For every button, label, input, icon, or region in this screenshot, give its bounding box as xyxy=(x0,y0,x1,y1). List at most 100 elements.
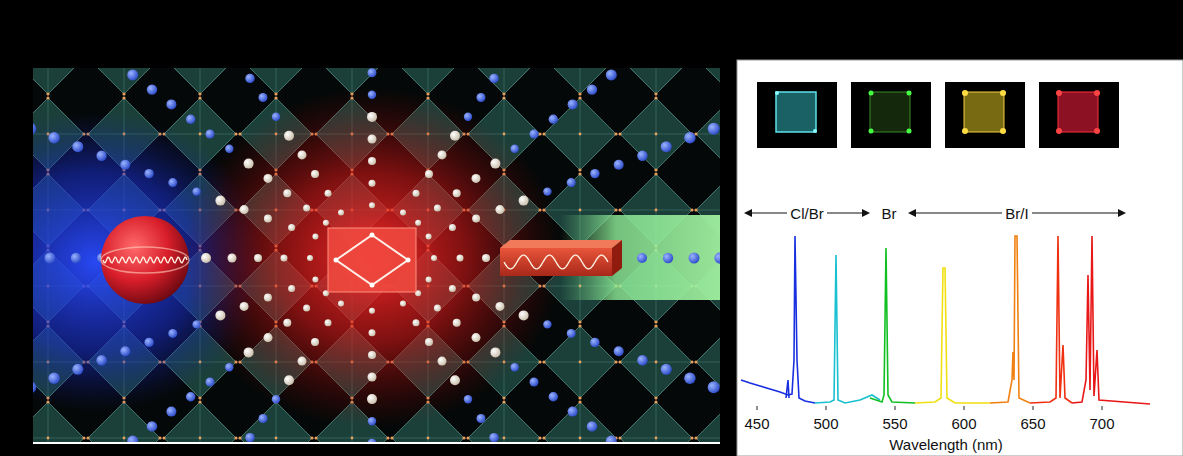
ion-sphere xyxy=(472,333,481,342)
ion-sphere xyxy=(453,319,461,327)
ion-sphere xyxy=(368,417,376,425)
ion-sphere xyxy=(225,145,233,153)
ion-sphere xyxy=(708,123,720,135)
ion-sphere xyxy=(166,99,176,109)
ion-sphere xyxy=(288,224,295,231)
ion-sphere xyxy=(450,131,460,141)
ion-sphere xyxy=(426,234,432,240)
ion-sphere xyxy=(490,159,500,169)
ion-sphere xyxy=(127,69,138,80)
ion-sphere xyxy=(453,189,461,197)
axis-title: Wavelength (nm) xyxy=(889,437,1003,452)
ion-sphere xyxy=(264,174,273,183)
ion-sphere xyxy=(244,159,254,169)
ion-sphere xyxy=(147,421,157,431)
ion-sphere xyxy=(254,254,262,262)
ion-sphere xyxy=(311,338,319,346)
ion-sphere xyxy=(283,189,291,197)
ion-sphere xyxy=(519,310,529,320)
ion-sphere xyxy=(206,378,215,387)
ion-sphere xyxy=(147,84,157,94)
ion-sphere xyxy=(240,205,249,214)
ion-sphere xyxy=(288,285,295,292)
ion-sphere xyxy=(369,202,375,208)
ion-sphere xyxy=(244,347,254,357)
ion-sphere xyxy=(477,93,486,102)
ion-sphere xyxy=(482,254,490,262)
ion-sphere xyxy=(240,302,249,311)
ion-sphere xyxy=(587,421,597,431)
ion-sphere xyxy=(48,373,59,384)
ion-sphere xyxy=(71,253,81,263)
emission-spectra xyxy=(741,236,1150,404)
ion-sphere xyxy=(369,180,376,187)
ion-sphere xyxy=(312,276,318,282)
ion-sphere xyxy=(450,375,460,385)
ion-sphere xyxy=(72,141,83,152)
ion-sphere xyxy=(449,285,456,292)
ion-sphere xyxy=(144,169,153,178)
ion-sphere xyxy=(477,414,486,423)
ion-sphere xyxy=(637,151,647,161)
ion-sphere xyxy=(312,234,318,240)
ion-sphere xyxy=(325,319,332,326)
inset-images xyxy=(757,82,1119,148)
ion-sphere xyxy=(457,255,464,262)
ion-sphere xyxy=(325,190,332,197)
ion-sphere xyxy=(298,357,307,366)
ion-sphere xyxy=(530,378,539,387)
panel-edge xyxy=(33,442,720,444)
ion-sphere xyxy=(684,373,695,384)
ion-sphere xyxy=(661,364,672,375)
lattice-illustration xyxy=(33,68,720,443)
ion-sphere xyxy=(549,392,558,401)
ion-sphere xyxy=(96,151,106,161)
range-label: Cl/Br xyxy=(787,206,826,221)
ion-sphere xyxy=(368,135,377,144)
ion-sphere xyxy=(464,395,472,403)
ion-sphere xyxy=(567,329,576,338)
ion-sphere xyxy=(495,302,504,311)
ion-sphere xyxy=(311,170,319,178)
ion-sphere xyxy=(367,394,377,404)
ion-sphere xyxy=(264,215,272,223)
ion-sphere xyxy=(368,68,377,77)
ion-sphere xyxy=(215,196,225,206)
ion-sphere xyxy=(661,141,672,152)
ion-sphere xyxy=(568,99,578,109)
ion-sphere xyxy=(323,220,329,226)
sphere-resonator xyxy=(101,216,189,304)
ion-sphere xyxy=(684,132,695,143)
ion-sphere xyxy=(303,305,310,312)
ion-sphere xyxy=(192,187,200,195)
ion-sphere xyxy=(120,346,130,356)
ion-sphere xyxy=(519,196,529,206)
ion-sphere xyxy=(272,395,280,403)
ion-sphere xyxy=(338,301,344,307)
ion-sphere xyxy=(206,130,215,139)
ion-sphere xyxy=(689,253,700,264)
ion-sphere xyxy=(438,357,447,366)
ion-sphere xyxy=(338,209,344,215)
ion-sphere xyxy=(144,338,153,347)
ion-sphere xyxy=(303,204,310,211)
tick-label: 500 xyxy=(814,416,839,431)
ion-sphere xyxy=(284,131,294,141)
ion-sphere xyxy=(587,84,597,94)
ion-sphere xyxy=(368,351,376,359)
ion-sphere xyxy=(413,319,420,326)
ion-sphere xyxy=(449,224,456,231)
ion-sphere xyxy=(434,204,441,211)
ion-sphere xyxy=(590,338,599,347)
ion-sphere xyxy=(543,320,551,328)
ion-sphere xyxy=(281,255,288,262)
ion-sphere xyxy=(245,74,254,83)
ion-sphere xyxy=(72,364,83,375)
ion-sphere xyxy=(511,363,519,371)
ion-sphere xyxy=(368,157,376,165)
ion-sphere xyxy=(96,355,106,365)
range-label: Br/I xyxy=(1002,206,1031,221)
ion-sphere xyxy=(413,190,420,197)
x-axis xyxy=(757,406,1102,410)
